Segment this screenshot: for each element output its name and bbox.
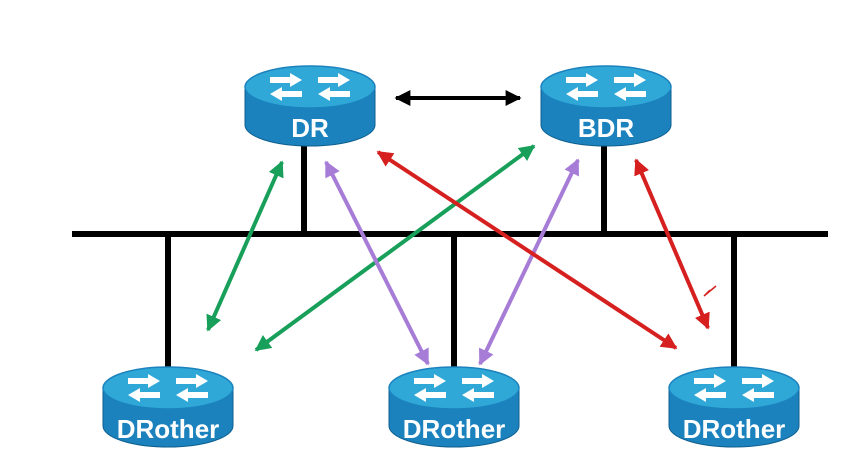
router-dr: DR [244,65,376,147]
router-drother-middle-label: DRother [403,414,506,444]
router-drother-right-label: DRother [683,414,786,444]
arrow-dr-drother-middle [324,160,430,366]
router-drother-right: DRother [668,366,800,448]
router-drother-middle: DRother [388,366,520,448]
small-arrow-mark [703,285,717,297]
arrow-bdr-drother-right [634,158,710,330]
router-bdr-label: BDR [578,113,635,143]
arrow-dr-drother-right [376,150,678,350]
router-dr-label: DR [291,113,329,143]
arrow-bdr-drother-middle [478,158,580,366]
router-drother-left: DRother [102,366,234,448]
arrow-bdr-drother-left [254,144,536,352]
network-segment [72,134,828,378]
router-bdr: BDR [540,65,672,147]
arrow-dr-drother-left [206,160,284,332]
router-drother-left-label: DRother [117,414,220,444]
